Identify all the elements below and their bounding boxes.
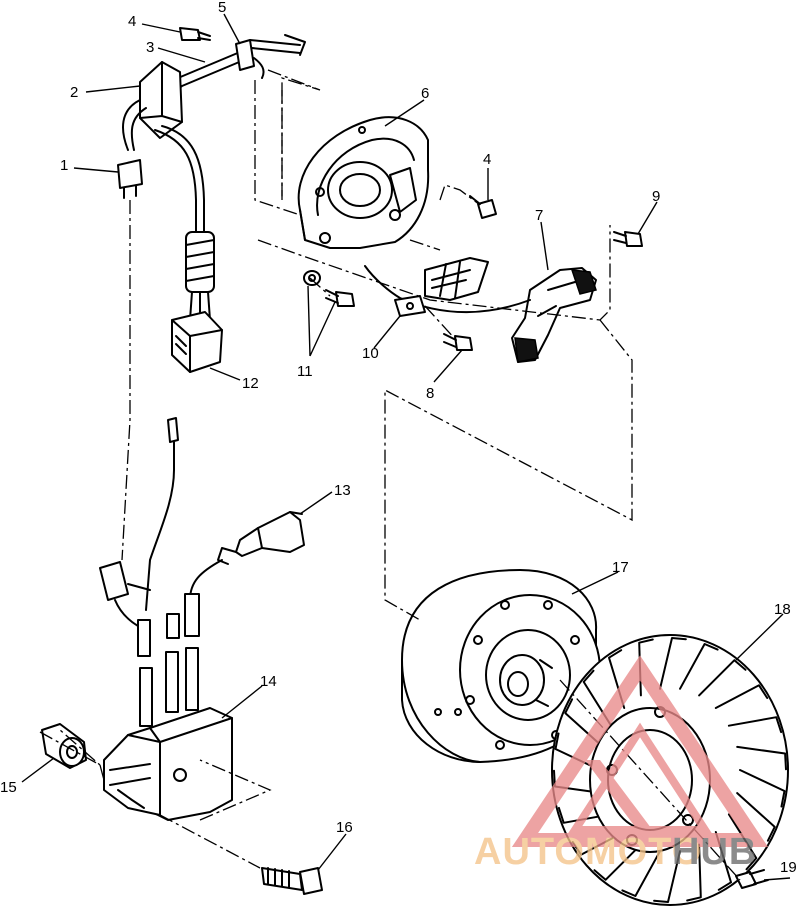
watermark-text-automoto: AUTOMOTO bbox=[474, 831, 702, 873]
callout-11: 11 bbox=[297, 363, 313, 380]
fan-blade bbox=[736, 745, 787, 771]
small-connector bbox=[117, 159, 143, 189]
voltage-regulator bbox=[171, 311, 223, 373]
watermark: AUTOMOTO HUB bbox=[474, 655, 769, 873]
fan-blade bbox=[554, 732, 601, 771]
fan-blade bbox=[593, 843, 642, 881]
fan-blade bbox=[727, 813, 758, 871]
callout-9: 9 bbox=[652, 188, 660, 205]
callout-2: 2 bbox=[70, 84, 78, 101]
callout-8: 8 bbox=[426, 385, 434, 402]
fan-blade bbox=[582, 669, 613, 727]
fan-blade bbox=[621, 850, 661, 897]
fan-blade bbox=[727, 716, 783, 734]
spark-plug-cap bbox=[189, 511, 305, 601]
fan-blade bbox=[686, 843, 702, 902]
callout-12: 12 bbox=[242, 375, 259, 392]
watermark-logo bbox=[511, 655, 769, 847]
stator-plate bbox=[297, 116, 430, 249]
screw-9 bbox=[613, 231, 643, 247]
spacer-15 bbox=[41, 723, 87, 769]
washer-bolt-11 bbox=[303, 270, 355, 307]
assembly-lines bbox=[39, 69, 741, 881]
callout-5: 5 bbox=[218, 0, 226, 16]
watermark-text-hub: HUB bbox=[672, 831, 757, 873]
harness-clamp bbox=[235, 39, 265, 79]
callout-18: 18 bbox=[774, 601, 791, 618]
callout-4-stator: 4 bbox=[483, 151, 491, 168]
callout-13: 13 bbox=[334, 482, 351, 499]
fan-blade bbox=[659, 637, 687, 690]
fan-blade bbox=[739, 769, 786, 808]
callout-14: 14 bbox=[260, 673, 277, 690]
callout-3: 3 bbox=[146, 39, 154, 56]
fan-blade bbox=[714, 831, 732, 891]
lead-wire bbox=[145, 417, 179, 611]
fan-blade bbox=[736, 792, 776, 842]
bolt-16 bbox=[261, 867, 323, 895]
callout-6: 6 bbox=[421, 85, 429, 102]
callout-7: 7 bbox=[535, 207, 543, 224]
cable-loom bbox=[185, 231, 215, 293]
ignition-coil bbox=[99, 561, 233, 821]
callout-19: 19 bbox=[780, 859, 797, 876]
callout-labels: 1 2 3 4 4 5 6 7 8 9 10 11 12 13 14 15 16… bbox=[0, 0, 797, 876]
callout-17: 17 bbox=[612, 559, 629, 576]
fan-blade bbox=[698, 659, 747, 697]
callout-1: 1 bbox=[60, 157, 68, 174]
pickup-coil bbox=[394, 257, 489, 317]
bolt-top bbox=[179, 27, 211, 41]
callout-15: 15 bbox=[0, 779, 17, 796]
callout-16: 16 bbox=[336, 819, 353, 836]
screw-8 bbox=[443, 333, 473, 351]
bolt-stator bbox=[469, 195, 497, 219]
leader-lines bbox=[21, 13, 791, 881]
fan-blade bbox=[653, 850, 681, 903]
callout-10: 10 bbox=[362, 345, 379, 362]
fan-blade bbox=[679, 643, 719, 690]
fan-blade bbox=[714, 684, 769, 709]
callout-4-top: 4 bbox=[128, 13, 136, 30]
wire-harness bbox=[117, 34, 306, 373]
screw-19 bbox=[735, 869, 769, 889]
fan-blade bbox=[557, 806, 613, 824]
